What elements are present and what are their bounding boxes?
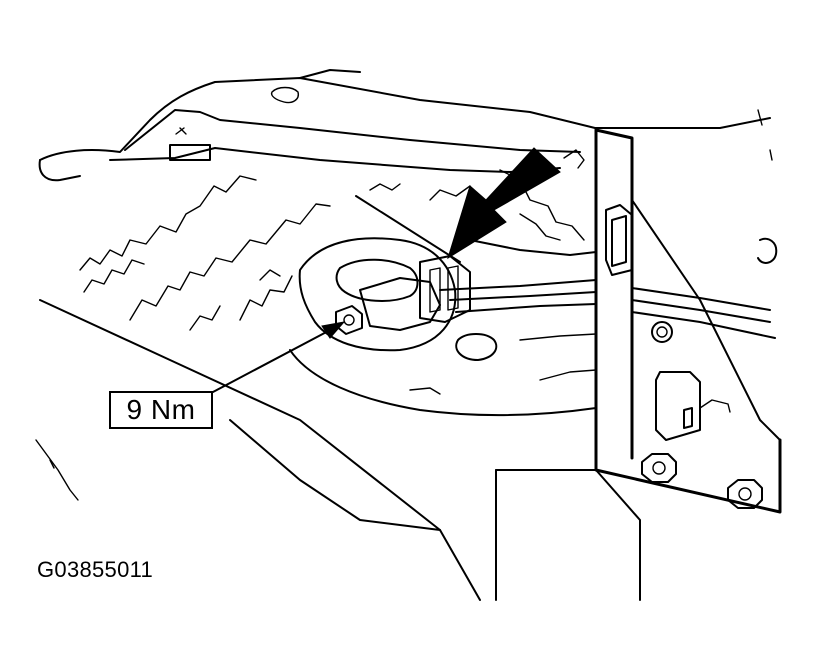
connector-arrow: [447, 147, 561, 260]
torque-spec-label: 9 Nm: [109, 391, 213, 429]
connector-leader-line: [355, 195, 461, 263]
mounting-bolts: [641, 453, 763, 509]
engine-body: [35, 299, 641, 601]
support-bracket: [594, 128, 782, 514]
hood-outline: [38, 69, 773, 182]
torque-leader-line: [212, 327, 335, 393]
sensor-assembly: [298, 237, 498, 361]
wire-harness: [439, 239, 776, 339]
torque-leader-arrowhead: [321, 321, 346, 339]
background-detail: [79, 149, 585, 331]
figure-id: G03855011: [37, 557, 154, 582]
